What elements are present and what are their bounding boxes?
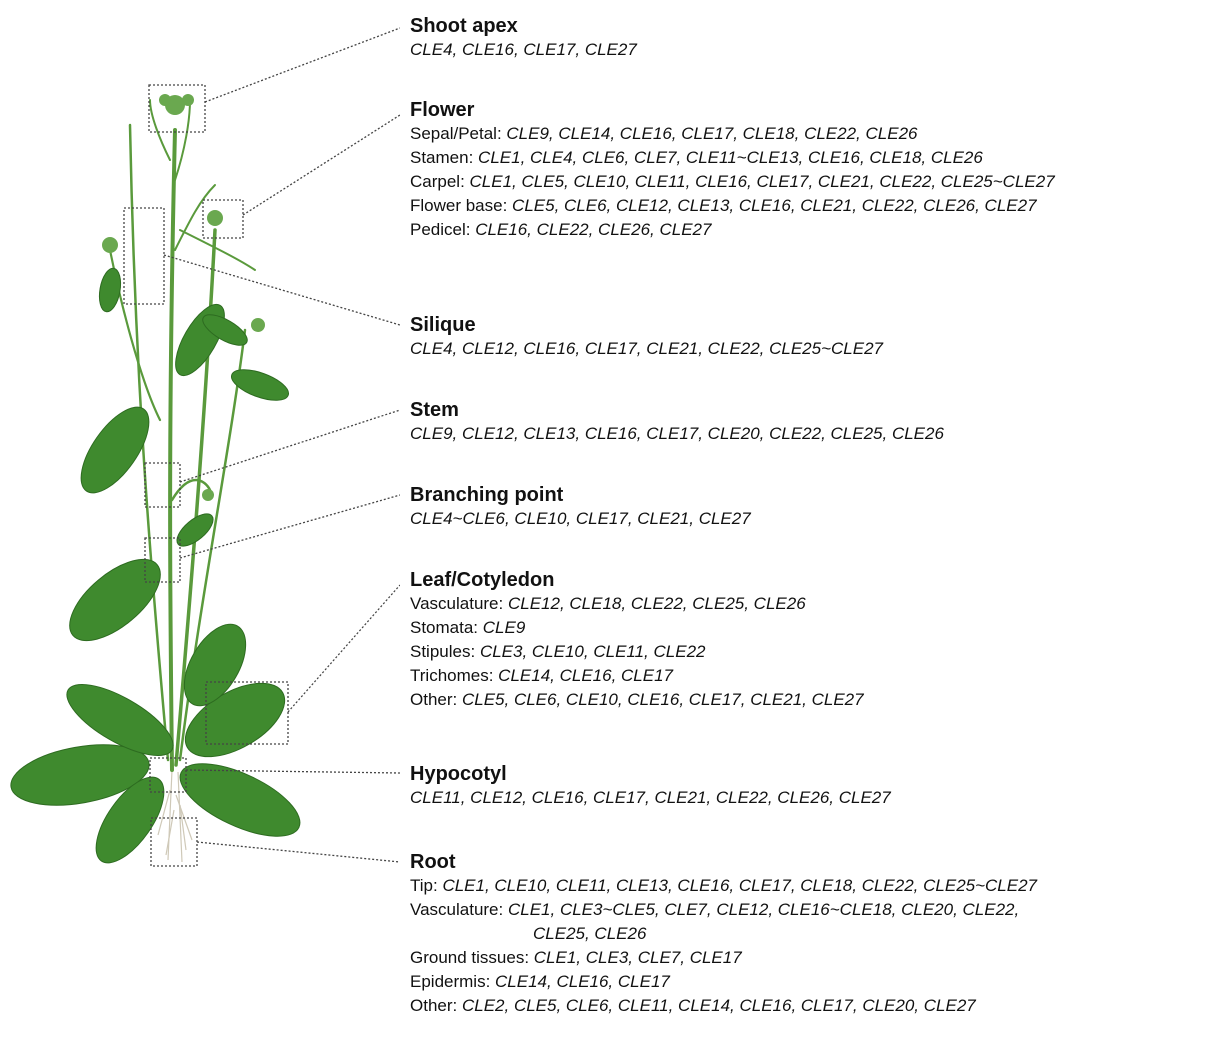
gene-list: CLE14, CLE16, CLE17 (495, 972, 670, 991)
gene-list: CLE5, CLE6, CLE12, CLE13, CLE16, CLE21, … (512, 196, 1036, 215)
tissue-label: Vasculature: (410, 900, 508, 919)
section-branching-point: Branching point CLE4~CLE6, CLE10, CLE17,… (410, 483, 751, 531)
gene-line: CLE4, CLE16, CLE17, CLE27 (410, 38, 637, 62)
gene-list: CLE25, CLE26 (533, 924, 646, 943)
section-title: Leaf/Cotyledon (410, 568, 864, 592)
section-hypocotyl: Hypocotyl CLE11, CLE12, CLE16, CLE17, CL… (410, 762, 891, 810)
plant-illustration (0, 0, 400, 1042)
gene-line: Flower base: CLE5, CLE6, CLE12, CLE13, C… (410, 194, 1055, 218)
gene-list: CLE1, CLE10, CLE11, CLE13, CLE16, CLE17,… (442, 876, 1037, 895)
section-title: Root (410, 850, 1037, 874)
gene-list: CLE1, CLE5, CLE10, CLE11, CLE16, CLE17, … (470, 172, 1055, 191)
gene-list: CLE4, CLE16, CLE17, CLE27 (410, 40, 637, 59)
section-title: Stem (410, 398, 944, 422)
gene-line: Stamen: CLE1, CLE4, CLE6, CLE7, CLE11~CL… (410, 146, 1055, 170)
gene-list: CLE4~CLE6, CLE10, CLE17, CLE21, CLE27 (410, 509, 751, 528)
gene-line: Vasculature: CLE12, CLE18, CLE22, CLE25,… (410, 592, 864, 616)
gene-line: Tip: CLE1, CLE10, CLE11, CLE13, CLE16, C… (410, 874, 1037, 898)
tissue-label: Pedicel: (410, 220, 475, 239)
gene-list: CLE16, CLE22, CLE26, CLE27 (475, 220, 711, 239)
gene-line: Carpel: CLE1, CLE5, CLE10, CLE11, CLE16,… (410, 170, 1055, 194)
tissue-label: Tip: (410, 876, 442, 895)
gene-line: Other: CLE5, CLE6, CLE10, CLE16, CLE17, … (410, 688, 864, 712)
gene-list: CLE9 (483, 618, 526, 637)
gene-list: CLE1, CLE3, CLE7, CLE17 (534, 948, 742, 967)
gene-list: CLE9, CLE14, CLE16, CLE17, CLE18, CLE22,… (506, 124, 917, 143)
section-stem: Stem CLE9, CLE12, CLE13, CLE16, CLE17, C… (410, 398, 944, 446)
rosette-leaves (6, 267, 310, 874)
gene-line: Ground tissues: CLE1, CLE3, CLE7, CLE17 (410, 946, 1037, 970)
section-title: Hypocotyl (410, 762, 891, 786)
gene-list: CLE5, CLE6, CLE10, CLE16, CLE17, CLE21, … (462, 690, 864, 709)
section-shoot-apex: Shoot apex CLE4, CLE16, CLE17, CLE27 (410, 14, 637, 62)
gene-list: CLE1, CLE4, CLE6, CLE7, CLE11~CLE13, CLE… (478, 148, 983, 167)
section-root: Root Tip: CLE1, CLE10, CLE11, CLE13, CLE… (410, 850, 1037, 1018)
tissue-label: Other: (410, 996, 462, 1015)
tissue-label: Sepal/Petal: (410, 124, 506, 143)
section-flower: Flower Sepal/Petal: CLE9, CLE14, CLE16, … (410, 98, 1055, 242)
gene-line: CLE9, CLE12, CLE13, CLE16, CLE17, CLE20,… (410, 422, 944, 446)
section-title: Branching point (410, 483, 751, 507)
tissue-label: Epidermis: (410, 972, 495, 991)
gene-line: Vasculature: CLE1, CLE3~CLE5, CLE7, CLE1… (410, 898, 1037, 922)
gene-line: Pedicel: CLE16, CLE22, CLE26, CLE27 (410, 218, 1055, 242)
gene-list: CLE3, CLE10, CLE11, CLE22 (480, 642, 706, 661)
gene-list: CLE14, CLE16, CLE17 (498, 666, 673, 685)
tissue-label: Flower base: (410, 196, 512, 215)
tissue-label: Trichomes: (410, 666, 498, 685)
gene-line: Sepal/Petal: CLE9, CLE14, CLE16, CLE17, … (410, 122, 1055, 146)
gene-list: CLE1, CLE3~CLE5, CLE7, CLE12, CLE16~CLE1… (508, 900, 1019, 919)
tissue-label: Other: (410, 690, 462, 709)
gene-list: CLE12, CLE18, CLE22, CLE25, CLE26 (508, 594, 806, 613)
tissue-label: Stamen: (410, 148, 478, 167)
gene-list: CLE4, CLE12, CLE16, CLE17, CLE21, CLE22,… (410, 339, 883, 358)
gene-line: CLE4~CLE6, CLE10, CLE17, CLE21, CLE27 (410, 507, 751, 531)
gene-line: Trichomes: CLE14, CLE16, CLE17 (410, 664, 864, 688)
gene-line: CLE11, CLE12, CLE16, CLE17, CLE21, CLE22… (410, 786, 891, 810)
tissue-label: Carpel: (410, 172, 470, 191)
section-silique: Silique CLE4, CLE12, CLE16, CLE17, CLE21… (410, 313, 883, 361)
gene-line: Epidermis: CLE14, CLE16, CLE17 (410, 970, 1037, 994)
tissue-label: Stipules: (410, 642, 480, 661)
gene-line: CLE4, CLE12, CLE16, CLE17, CLE21, CLE22,… (410, 337, 883, 361)
tissue-label: Stomata: (410, 618, 483, 637)
section-title: Flower (410, 98, 1055, 122)
gene-list: CLE11, CLE12, CLE16, CLE17, CLE21, CLE22… (410, 788, 891, 807)
gene-line: Other: CLE2, CLE5, CLE6, CLE11, CLE14, C… (410, 994, 1037, 1018)
gene-list: CLE9, CLE12, CLE13, CLE16, CLE17, CLE20,… (410, 424, 944, 443)
gene-list: CLE2, CLE5, CLE6, CLE11, CLE14, CLE16, C… (462, 996, 976, 1015)
tissue-label: Vasculature: (410, 594, 508, 613)
gene-line-continuation: CLE25, CLE26 (410, 922, 1037, 946)
section-leaf-cotyledon: Leaf/Cotyledon Vasculature: CLE12, CLE18… (410, 568, 864, 712)
gene-line: Stipules: CLE3, CLE10, CLE11, CLE22 (410, 640, 864, 664)
gene-line: Stomata: CLE9 (410, 616, 864, 640)
section-title: Silique (410, 313, 883, 337)
tissue-label: Ground tissues: (410, 948, 534, 967)
section-title: Shoot apex (410, 14, 637, 38)
